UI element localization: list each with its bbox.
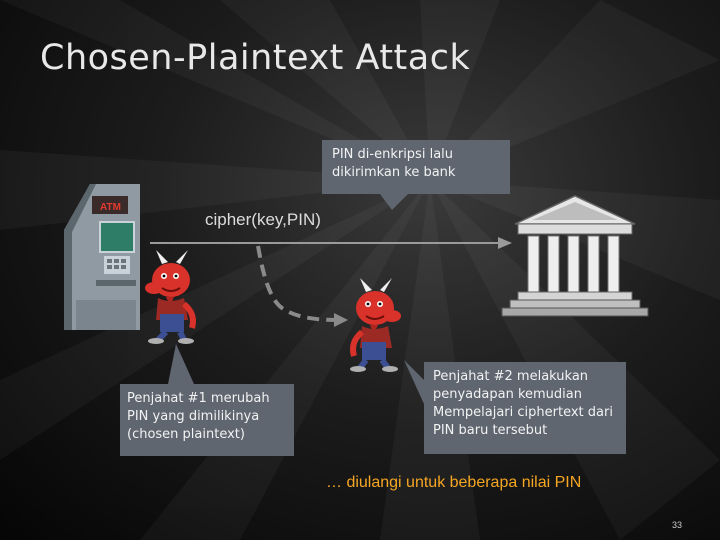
atm-sign-text: ATM <box>100 202 121 213</box>
transmission-arrow <box>150 237 512 249</box>
devil-icon <box>350 278 401 372</box>
slide-title: Chosen-Plaintext Attack <box>40 38 471 78</box>
bank-building-icon <box>501 195 649 317</box>
callout-top-tail <box>380 194 408 210</box>
callout-line: (chosen plaintext) <box>127 427 245 442</box>
callout-line: dikirimkan ke bank <box>332 165 456 180</box>
callout-line: Penjahat #1 merubah <box>127 391 270 406</box>
callout-line: Penjahat #2 melakukan <box>433 369 589 384</box>
callout-left-tail <box>168 344 194 384</box>
callout-right-tail <box>404 360 424 404</box>
callout-pin-encrypted: PIN di-enkripsi lalu dikirimkan ke bank <box>322 140 510 194</box>
callout-attacker-2: Penjahat #2 melakukan penyadapan kemudia… <box>424 362 626 454</box>
callout-line: penyadapan kemudian <box>433 387 582 402</box>
repeat-note: … diulangi untuk beberapa nilai PIN <box>326 474 582 491</box>
callout-line: Mempelajari ciphertext dari <box>433 405 613 420</box>
callout-line: PIN yang dimilikinya <box>127 409 260 424</box>
cipher-label: cipher(key,PIN) <box>205 210 321 229</box>
devil-icon <box>145 250 196 344</box>
page-number: 33 <box>672 520 683 530</box>
atm-icon <box>64 184 140 330</box>
callout-attacker-1: Penjahat #1 merubah PIN yang dimilikinya… <box>120 384 294 456</box>
interception-arrow <box>256 245 348 327</box>
callout-line: PIN baru tersebut <box>433 423 548 438</box>
callout-line: PIN di-enkripsi lalu <box>332 147 454 162</box>
